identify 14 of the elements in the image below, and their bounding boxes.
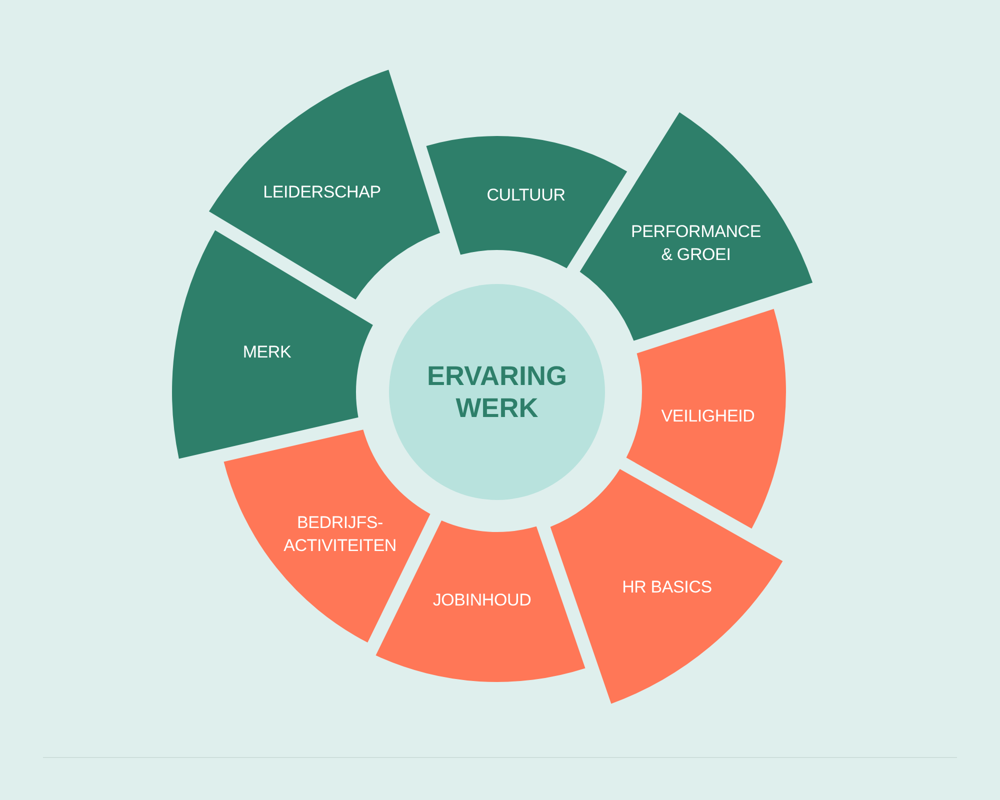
ring-segment <box>426 136 628 269</box>
ring-segment <box>223 429 431 643</box>
segment-label: VEILIGHEID <box>661 406 755 428</box>
segment-label: BEDRIJFS- ACTIVITEITEN <box>284 512 396 557</box>
segment-label: PERFORMANCE & GROEI <box>630 221 762 266</box>
ring-segment <box>626 308 786 529</box>
segment-label: JOBINHOUD <box>432 590 532 612</box>
ring-segment <box>550 468 783 704</box>
segment-label: LEIDERSCHAP <box>263 182 381 204</box>
ring-segment <box>172 230 373 459</box>
segment-label: HR BASICS <box>622 576 712 598</box>
segment-label: CULTUUR <box>486 184 566 206</box>
center-label: ERVARING WERK <box>426 360 568 424</box>
segment-label: MERK <box>242 342 292 364</box>
